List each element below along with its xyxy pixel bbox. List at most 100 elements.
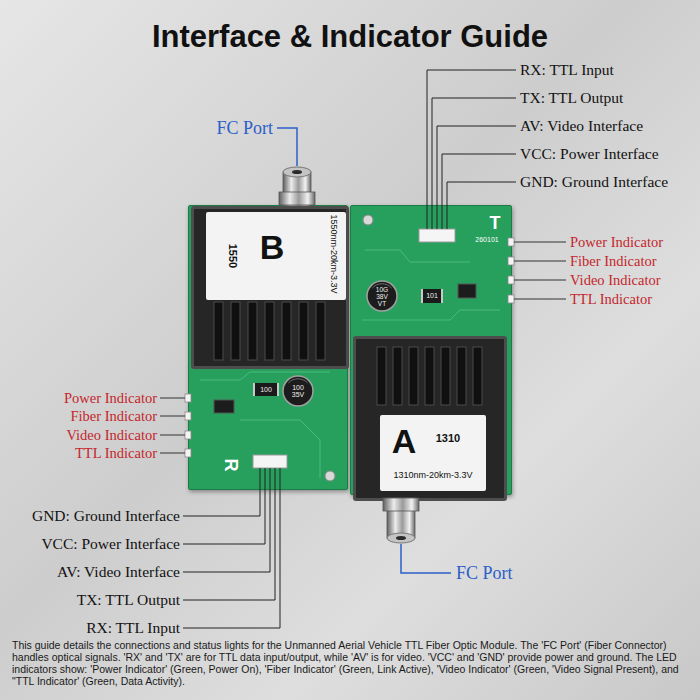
pin-leaders (183, 70, 516, 628)
indicator-label: TTL Indicator (570, 289, 698, 309)
port-barrel (387, 498, 415, 538)
leader-line (432, 98, 516, 229)
led (185, 394, 191, 402)
port-leaders (277, 128, 451, 573)
capacitor-body (367, 281, 397, 311)
capacitor: 10G 38V VT (366, 280, 398, 312)
fc-port (279, 167, 315, 206)
module-letter: B (252, 229, 292, 265)
led-row (185, 238, 514, 457)
vent-slot (425, 347, 434, 405)
leader-line (401, 544, 451, 573)
leader-line (160, 453, 185, 454)
pin-label: GND: Ground Interface (520, 172, 695, 192)
vent-slot (299, 302, 308, 360)
pin-label: GND: Ground Interface (10, 506, 180, 526)
indicator-label: Fiber Indicator (570, 251, 698, 271)
vent-slot (473, 347, 482, 405)
pcb-trace (365, 250, 470, 262)
leader-line (183, 468, 275, 600)
port-bore (292, 170, 302, 174)
leader-line (183, 468, 270, 572)
pcb-trace (240, 420, 320, 478)
resistor-chip: 100 (253, 383, 279, 396)
pin-label: VCC: Power Interface (520, 144, 695, 164)
leader-line (514, 299, 566, 300)
leader-line (514, 261, 566, 262)
component-value: 10G 38V VT (373, 286, 391, 307)
port-label: FC Port (163, 118, 273, 138)
ic-chip (458, 284, 476, 298)
pin-label: RX: TTL Input (520, 60, 695, 80)
mounting-hole (325, 471, 335, 481)
caption: This guide details the connections and s… (12, 639, 690, 687)
pcb-trace (200, 372, 330, 380)
leader-line (427, 70, 516, 229)
leader-line (514, 242, 566, 243)
pin-label: AV: Video Interface (520, 116, 695, 136)
pcb-trace (362, 310, 500, 320)
leader-line (183, 468, 260, 516)
vent-slot (441, 347, 450, 405)
vent-slot (231, 302, 240, 360)
ic-chip (214, 400, 234, 413)
indicator-label: Video Indicator (570, 270, 698, 290)
pcb-board: T26010110G 38V VT101A13101310nm-20km-3.3… (350, 205, 512, 495)
vent-slot (377, 347, 386, 405)
led (508, 257, 514, 265)
leader-line (442, 154, 516, 229)
vent-slot (409, 347, 418, 405)
indicator-label: Power Indicator (7, 388, 157, 408)
led (508, 238, 514, 246)
led (185, 431, 191, 439)
leader-line (160, 416, 185, 417)
vent-slot (393, 347, 402, 405)
board-marking: T (483, 212, 507, 234)
vent-slot (282, 302, 291, 360)
board-marking: 260101 (469, 236, 505, 244)
leader-line (447, 182, 516, 229)
vent-slot (316, 302, 325, 360)
vent-slot (214, 302, 223, 360)
port-bore (396, 536, 406, 540)
pcb-board: R1550nm-20km-3.3VB1550100100 35V (188, 205, 348, 490)
indicator-leaders (160, 242, 566, 453)
leader-line (277, 128, 297, 166)
module-label: 1550nm-20km-3.3V (328, 208, 340, 300)
pin-label: AV: Video Interface (10, 562, 180, 582)
leader-line (160, 435, 185, 436)
led (185, 412, 191, 420)
optical-module: 1550nm-20km-3.3VB1550 (191, 206, 349, 369)
resistor-chip: 101 (421, 289, 443, 303)
vent-slot (265, 302, 274, 360)
leader-line (183, 468, 280, 628)
vent-slots (214, 302, 325, 360)
leader-line (160, 398, 185, 399)
module-letter: A (386, 423, 422, 459)
pin-connector (253, 455, 287, 468)
pin-label: VCC: Power Interface (10, 534, 180, 554)
port-nut (383, 498, 419, 511)
port-rim (283, 167, 311, 177)
vent-slots (377, 347, 482, 405)
module-label: 1310nm-20km-3.3V (382, 469, 484, 481)
indicator-label: TTL Indicator (7, 443, 157, 463)
capacitor: 100 35V (282, 375, 314, 407)
vent-slot (457, 347, 466, 405)
pin-label: TX: TTL Output (520, 88, 695, 108)
vent-slot (248, 302, 257, 360)
port-label: FC Port (456, 563, 566, 583)
led (185, 449, 191, 457)
optical-module: A13101310nm-20km-3.3V (353, 336, 507, 501)
leader-line (514, 280, 566, 281)
component-value: 101 (423, 289, 441, 303)
mounting-hole (363, 215, 373, 225)
capacitor-body (283, 376, 313, 406)
component-value: 100 (255, 383, 277, 396)
board-marking: R (220, 453, 242, 477)
leader-line (183, 468, 265, 544)
pcb-traces (200, 250, 500, 478)
indicator-label: Power Indicator (570, 232, 698, 252)
